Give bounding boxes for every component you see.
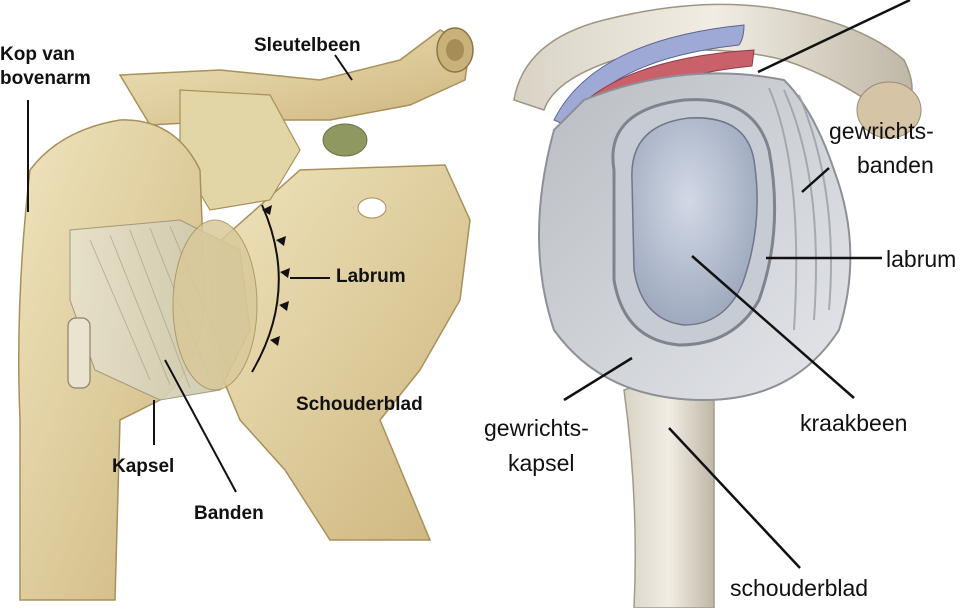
left-anatomy-panel: Kop van bovenarm Sleutelbeen Labrum Scho…: [0, 0, 482, 608]
label-schouderblad-right: schouderblad: [730, 575, 868, 601]
label-kop-line1: Kop van: [0, 44, 75, 66]
label-gewrichtsbanden-line2: banden: [857, 152, 934, 178]
label-kraakbeen: kraakbeen: [800, 410, 907, 436]
right-schematic-panel: gewrichts- banden labrum gewrichts- kaps…: [484, 0, 968, 608]
label-sleutelbeen: Sleutelbeen: [254, 35, 361, 57]
label-labrum-right: labrum: [886, 246, 956, 272]
label-gewrichtskapsel-line2: kapsel: [508, 450, 574, 476]
label-banden: Banden: [194, 503, 264, 525]
scapula-stem: [624, 386, 714, 608]
label-labrum: Labrum: [336, 266, 406, 288]
label-kapsel: Kapsel: [112, 456, 174, 478]
label-gewrichtskapsel-line1: gewrichts-: [484, 415, 589, 441]
socket-illustration: [484, 0, 968, 608]
label-kop-line2: bovenarm: [0, 68, 91, 90]
label-gewrichtsbanden-line1: gewrichts-: [829, 118, 934, 144]
label-schouderblad: Schouderblad: [296, 394, 423, 416]
